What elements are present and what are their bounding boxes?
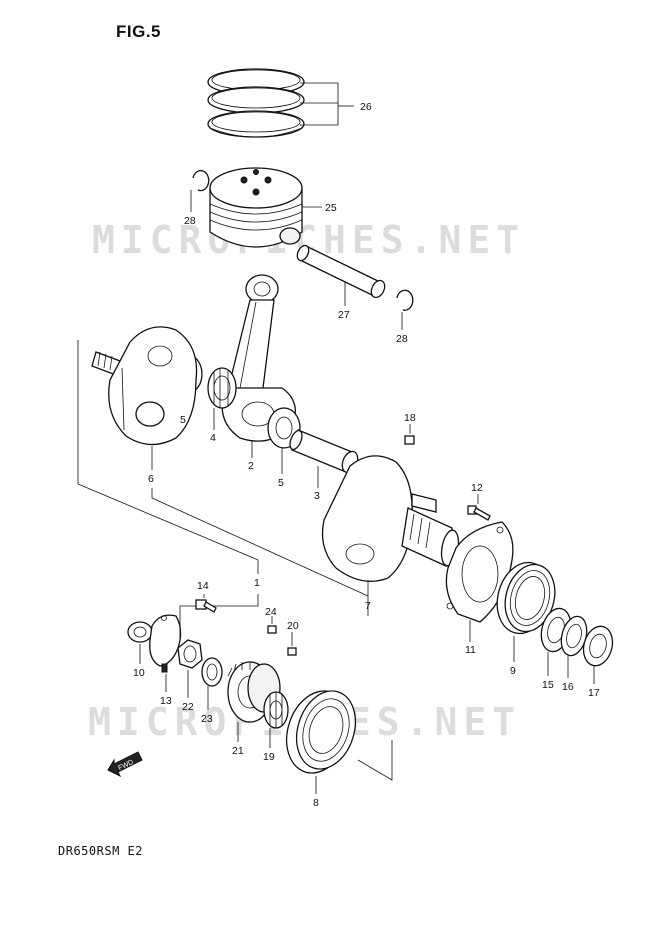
callout-14: 14 xyxy=(197,580,209,592)
callout-21: 21 xyxy=(232,745,244,757)
crankshaft-left xyxy=(91,326,198,446)
piston-rings xyxy=(207,68,305,138)
primary-drive-gear xyxy=(227,661,281,723)
callout-24: 24 xyxy=(265,606,277,618)
gear-needle-bearing xyxy=(263,691,289,729)
piston-pin-circlip-right xyxy=(396,289,414,311)
callout-22: 22 xyxy=(182,701,194,713)
bolt-12 xyxy=(467,505,491,521)
callout-28b: 28 xyxy=(396,333,408,345)
oil-seal xyxy=(127,621,153,643)
callout-7: 7 xyxy=(365,600,371,612)
washer-23 xyxy=(201,657,223,687)
woodruff-key-upper xyxy=(404,435,415,445)
callout-3: 3 xyxy=(314,490,320,502)
bolt-14 xyxy=(195,599,217,613)
callout-13: 13 xyxy=(160,695,172,707)
retainer-plate xyxy=(149,614,182,673)
callout-27: 27 xyxy=(338,309,350,321)
callout-4: 4 xyxy=(210,432,216,444)
callout-9: 9 xyxy=(510,665,516,677)
callout-16: 16 xyxy=(562,681,574,693)
nut-17 xyxy=(582,625,614,667)
callout-26: 26 xyxy=(360,101,372,113)
callout-2: 2 xyxy=(248,460,254,472)
callout-8: 8 xyxy=(313,797,319,809)
callout-5a: 5 xyxy=(180,414,186,426)
main-bearing-right xyxy=(496,561,556,635)
fwd-arrow-icon: FWD xyxy=(107,751,143,778)
callout-6: 6 xyxy=(148,473,154,485)
callout-12: 12 xyxy=(471,482,483,494)
callout-11: 11 xyxy=(465,644,476,656)
needle-bearing xyxy=(207,367,237,409)
callout-17: 17 xyxy=(588,687,600,699)
figure-title: FIG.5 xyxy=(116,22,162,41)
callout-28a: 28 xyxy=(184,215,196,227)
callout-19: 19 xyxy=(263,751,275,763)
key-20 xyxy=(287,647,297,656)
seal-plate xyxy=(445,521,514,623)
callout-20: 20 xyxy=(287,620,299,632)
crankshaft-right xyxy=(321,455,460,582)
nut-22 xyxy=(177,639,203,669)
callout-1: 1 xyxy=(254,577,260,589)
woodruff-key-lower xyxy=(267,625,277,634)
piston-pin-circlip-left xyxy=(192,169,210,192)
callout-5b: 5 xyxy=(278,477,284,489)
callout-15: 15 xyxy=(542,679,554,691)
model-code: DR650RSM E2 xyxy=(58,844,143,858)
main-bearing-left xyxy=(286,690,357,774)
callout-25: 25 xyxy=(325,202,337,214)
callout-23: 23 xyxy=(201,713,213,725)
callout-18: 18 xyxy=(404,412,416,424)
piston xyxy=(209,167,303,248)
callout-10: 10 xyxy=(133,667,145,679)
piston-pin xyxy=(296,244,386,299)
